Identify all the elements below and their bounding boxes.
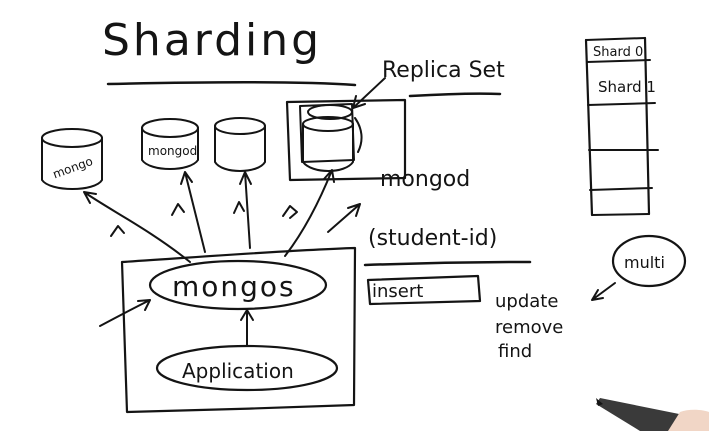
arrow-mark <box>171 203 185 216</box>
database-icon <box>214 117 266 172</box>
multi-label: multi <box>624 253 665 272</box>
insert-box <box>366 274 482 306</box>
incoming-arrow <box>99 299 151 327</box>
replica-set-label: Replica Set <box>382 58 505 83</box>
app-to-mongos-arrow <box>240 309 254 347</box>
route-arrow <box>239 171 252 249</box>
shard-table: Shard 0 Shard 1 <box>584 36 659 217</box>
replica-set-group <box>285 98 407 182</box>
database-icon: mongo <box>41 128 103 190</box>
shard-table-row: Shard 1 <box>598 78 656 96</box>
application-label: Application <box>182 359 294 383</box>
mongos-ellipse <box>148 259 328 311</box>
shard-key-underline <box>363 260 532 267</box>
shard-table-row: Shard 0 <box>593 45 643 60</box>
multi-circle <box>611 234 687 288</box>
route-arrow <box>180 171 206 253</box>
arrow-mark <box>282 205 298 219</box>
pen-icon <box>596 398 709 431</box>
operation-item: update <box>495 291 558 312</box>
title: Sharding <box>102 15 322 66</box>
db-label: mongod <box>148 144 197 158</box>
server-box <box>120 246 357 414</box>
db-label: mongo <box>51 154 95 181</box>
route-arrow <box>83 191 191 263</box>
insert-label: insert <box>372 281 423 302</box>
arrow-mark <box>110 225 125 237</box>
replica-set-underline <box>408 92 502 98</box>
multi-arrow <box>591 282 616 301</box>
route-arrow <box>284 169 335 257</box>
shard-key-label: (student-id) <box>368 226 497 251</box>
title-underline <box>106 81 357 87</box>
database-icon: mongod <box>141 118 199 170</box>
operation-item: remove <box>495 317 563 338</box>
mongod-label: mongod <box>380 167 470 192</box>
arrow-mark <box>233 201 245 214</box>
mongos-label: mongos <box>172 270 296 303</box>
replica-set-pointer <box>352 77 386 109</box>
route-arrow <box>327 203 361 233</box>
operation-item: find <box>498 341 532 362</box>
